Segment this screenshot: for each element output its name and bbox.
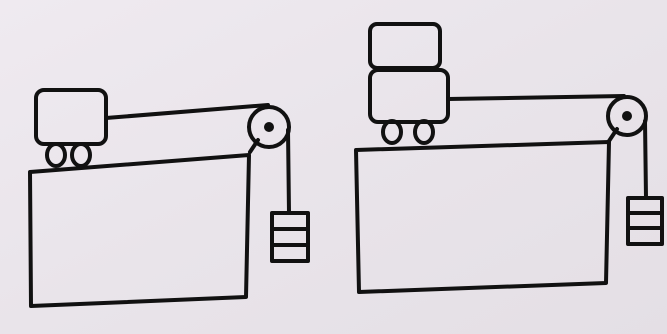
left-pulley-mount (248, 138, 260, 154)
right-cart-body (368, 68, 450, 124)
right-setup (354, 22, 664, 294)
left-table (28, 153, 251, 308)
right-table (354, 140, 611, 294)
right-cart-wheel (413, 119, 435, 145)
right-cart-wheel (381, 119, 403, 145)
right-pulley-mount (607, 127, 619, 143)
left-cart-wheels (45, 142, 92, 168)
left-string-horizontal (104, 103, 270, 120)
left-string-vertical (286, 128, 291, 215)
right-string-horizontal (446, 94, 626, 101)
right-hanging-weight (626, 196, 664, 246)
left-cart-wheel (70, 142, 92, 168)
right-cart-wheels (381, 119, 435, 145)
left-pulley (247, 105, 291, 154)
right-pulley (606, 95, 648, 143)
left-hanging-weight (270, 211, 310, 263)
right-string-vertical (643, 119, 648, 200)
left-cart-wheel (45, 142, 67, 168)
left-setup (28, 88, 310, 308)
